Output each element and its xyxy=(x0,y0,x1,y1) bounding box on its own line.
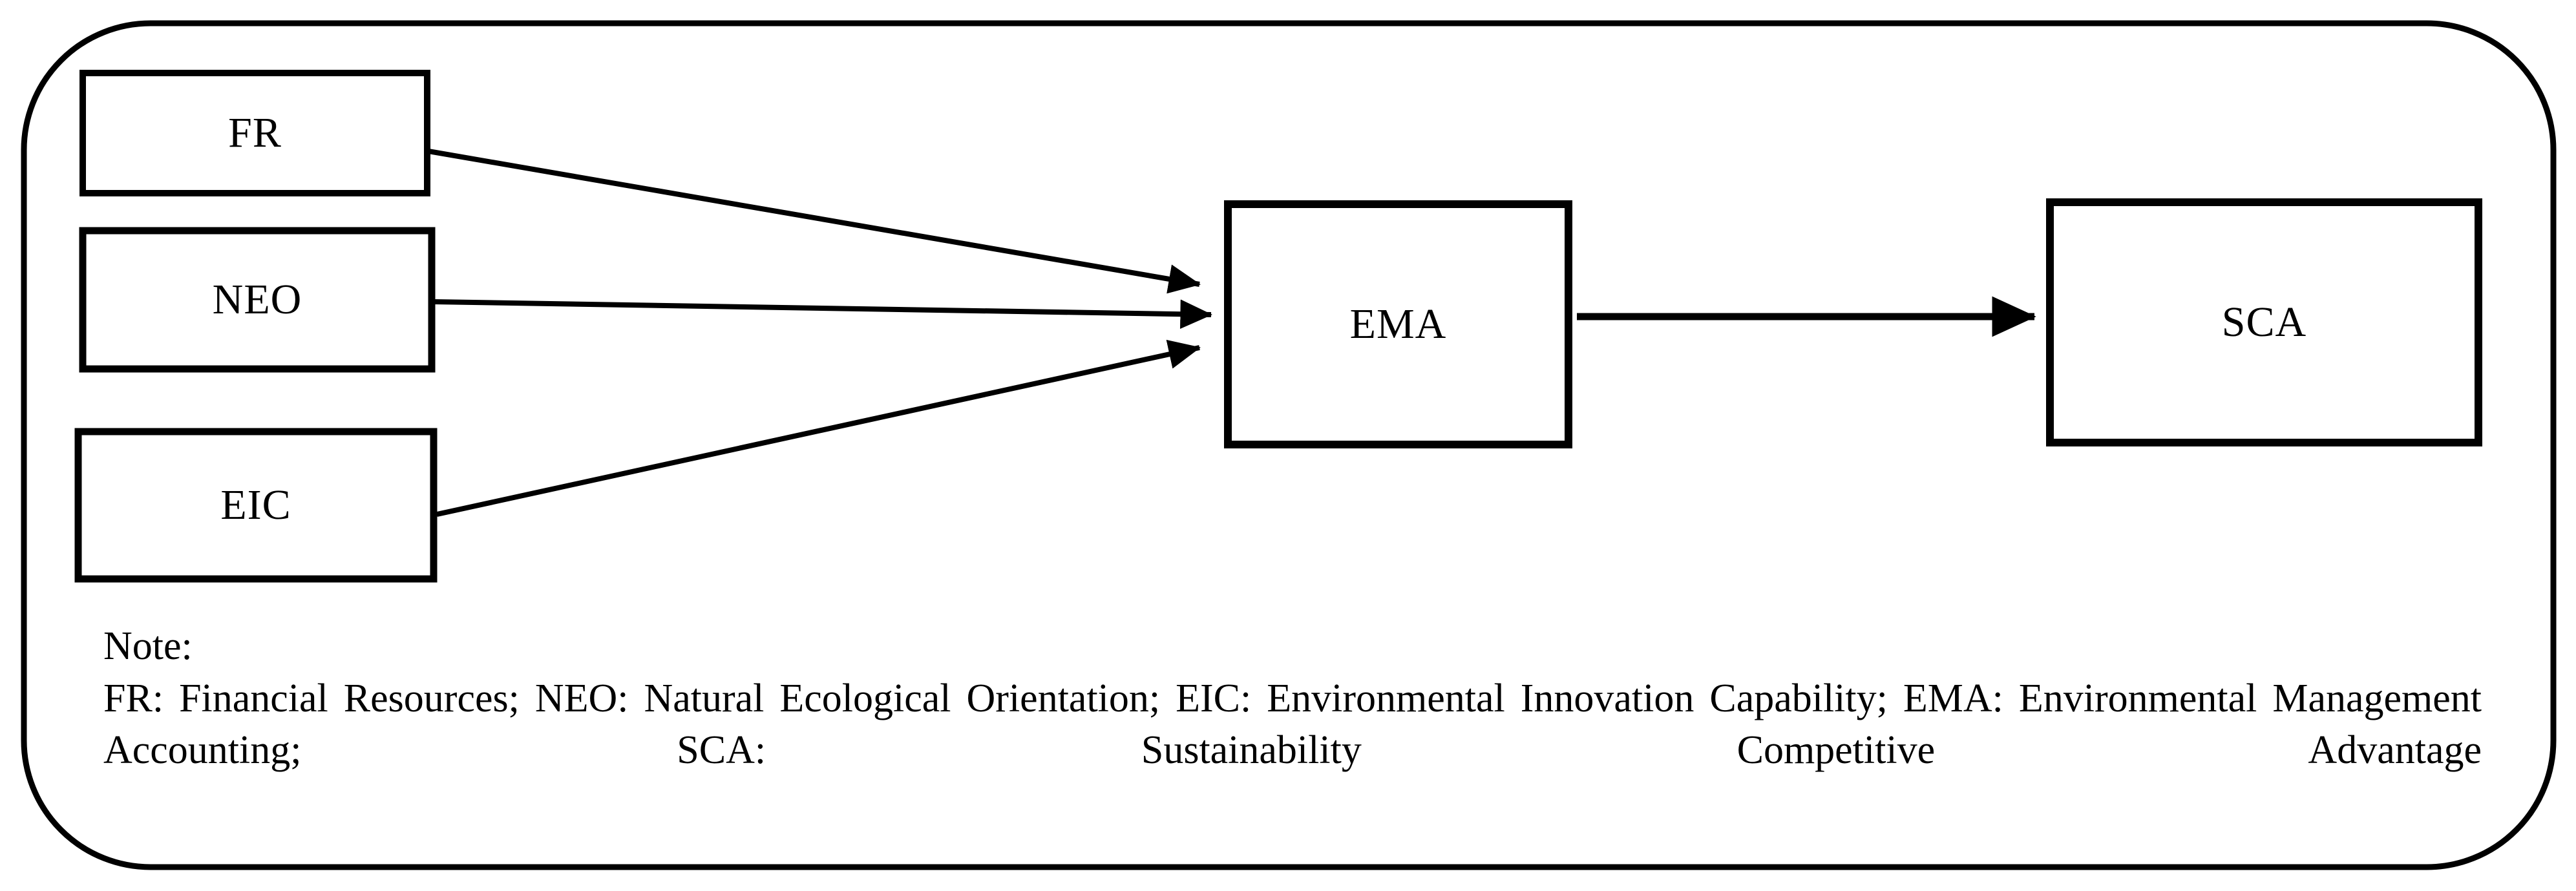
note-heading: Note: xyxy=(103,624,193,668)
node-box-neo[interactable] xyxy=(79,227,436,373)
edge-neo-to-ema xyxy=(432,299,1212,330)
edge-eic-to-ema xyxy=(436,339,1201,517)
node-box-eic[interactable] xyxy=(74,428,438,583)
node-box-ema[interactable] xyxy=(1224,200,1572,448)
figure-note: Note: FR: Financial Resources; NEO: Natu… xyxy=(103,620,2482,828)
node-box-fr[interactable] xyxy=(79,70,430,196)
note-body: FR: Financial Resources; NEO: Natural Ec… xyxy=(103,676,2482,773)
node-box-sca[interactable] xyxy=(2046,198,2482,446)
edge-fr-to-ema xyxy=(428,149,1201,294)
